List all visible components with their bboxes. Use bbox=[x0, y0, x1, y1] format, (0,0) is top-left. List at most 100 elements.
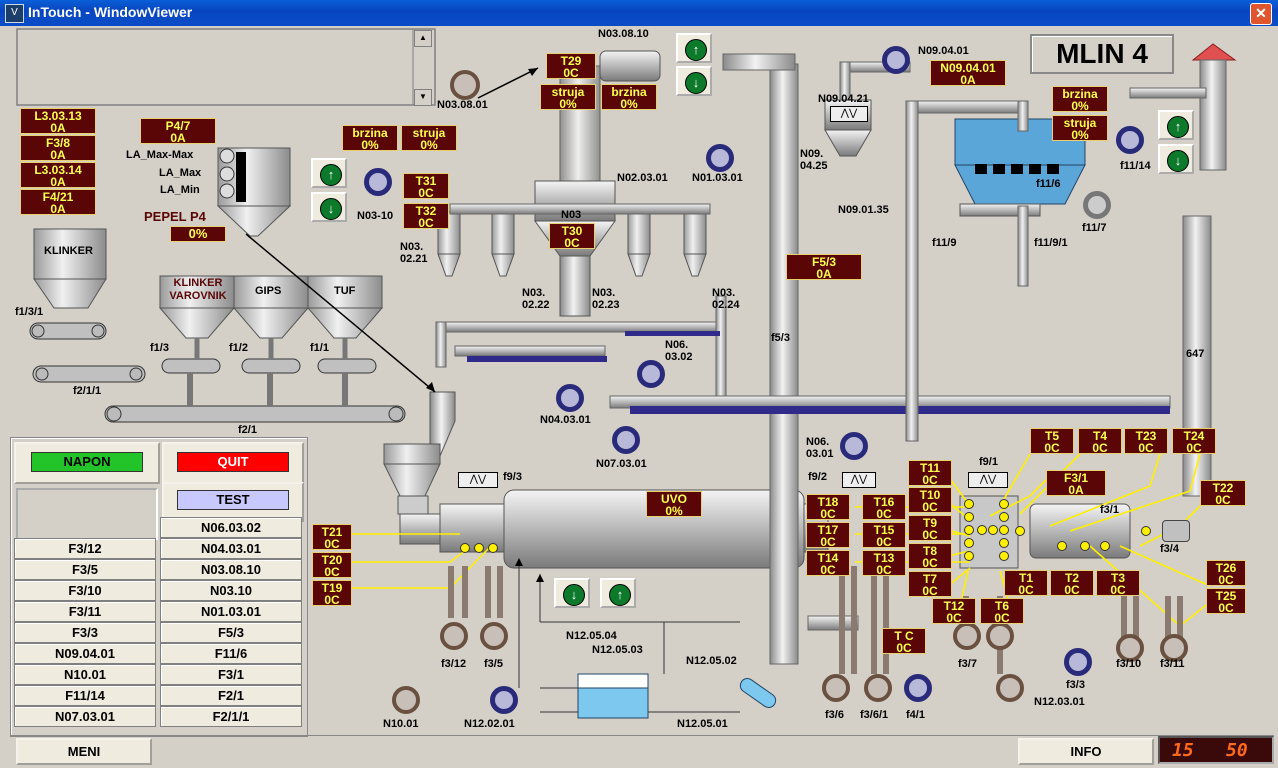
down-button-f1114[interactable]: ↓ bbox=[1158, 144, 1194, 174]
panel-button-n03-10[interactable]: N03.10 bbox=[160, 580, 302, 601]
fan-n070301-icon[interactable] bbox=[612, 426, 640, 454]
f21-label: f2/1 bbox=[238, 424, 257, 436]
panel-button-f3-3[interactable]: F3/3 bbox=[14, 622, 156, 643]
mail-icon-f91: ⋀⋁ bbox=[968, 472, 1008, 488]
bottom-bar bbox=[10, 735, 1274, 767]
gips-label: GIPS bbox=[255, 285, 282, 297]
fan-n120301-icon[interactable] bbox=[996, 674, 1024, 702]
panel-button-f3-1[interactable]: F3/1 bbox=[160, 664, 302, 685]
fan-f310-icon[interactable] bbox=[1116, 634, 1144, 662]
panel-button-f3-11[interactable]: F3/11 bbox=[14, 601, 156, 622]
panel-button-f5-3[interactable]: F5/3 bbox=[160, 622, 302, 643]
n120504-label: N12.05.04 bbox=[566, 630, 617, 642]
f36-label: f3/6 bbox=[825, 709, 844, 721]
panel-button-f3-10[interactable]: F3/10 bbox=[14, 580, 156, 601]
fan-n120201-icon[interactable] bbox=[490, 686, 518, 714]
f91-label: f9/1 bbox=[979, 456, 998, 468]
test-indicator: TEST bbox=[177, 490, 289, 510]
fan-f41-icon[interactable] bbox=[904, 674, 932, 702]
f310-label: f3/10 bbox=[1116, 658, 1142, 670]
arrow-down-icon: ↓ bbox=[320, 198, 342, 220]
down-button-n03[interactable]: ↓ bbox=[676, 66, 712, 96]
panel-button-n07-03-01[interactable]: N07.03.01 bbox=[14, 706, 156, 727]
panel-button-n06-03-02[interactable]: N06.03.02 bbox=[160, 517, 302, 538]
n030223-label: N03. 02.23 bbox=[592, 287, 620, 311]
fan-f1114-icon[interactable] bbox=[1116, 126, 1144, 154]
f311-label: f3/11 bbox=[1160, 658, 1185, 670]
panel-button-f2-1[interactable]: F2/1 bbox=[160, 685, 302, 706]
meni-button[interactable]: MENI bbox=[16, 738, 152, 765]
fan-n090401-icon[interactable] bbox=[882, 46, 910, 74]
fan-n030801-icon[interactable] bbox=[450, 70, 480, 100]
panel-button-n10-01[interactable]: N10.01 bbox=[14, 664, 156, 685]
fan-f36-icon[interactable] bbox=[822, 674, 850, 702]
fan-f117-icon[interactable] bbox=[1083, 191, 1111, 219]
test-button[interactable]: TEST bbox=[162, 482, 304, 522]
fan-f312-icon[interactable] bbox=[440, 622, 468, 650]
fan-f311-icon[interactable] bbox=[1160, 634, 1188, 662]
scroll-up-button[interactable]: ▲ bbox=[414, 30, 432, 47]
fan-n040301-icon[interactable] bbox=[556, 384, 584, 412]
fan-f37-icon[interactable] bbox=[953, 622, 981, 650]
up-button-n0310[interactable]: ↑ bbox=[311, 158, 347, 188]
n120201-label: N12.02.01 bbox=[464, 718, 515, 730]
f37-label: f3/7 bbox=[958, 658, 977, 670]
fan-f33-icon[interactable] bbox=[1064, 648, 1092, 676]
motor-f34-icon[interactable] bbox=[1162, 520, 1190, 542]
n120301-label: N12.03.01 bbox=[1034, 696, 1085, 708]
quit-button[interactable]: QUIT bbox=[162, 442, 304, 484]
napon-button[interactable]: NAPON bbox=[14, 442, 160, 484]
f117-label: f11/7 bbox=[1082, 222, 1107, 234]
n040301-label: N04.03.01 bbox=[540, 414, 591, 426]
scroll-down-button[interactable]: ▼ bbox=[414, 89, 432, 106]
fan-f361-icon[interactable] bbox=[864, 674, 892, 702]
panel-button-f2-1-1[interactable]: F2/1/1 bbox=[160, 706, 302, 727]
down-button-n0310[interactable]: ↓ bbox=[311, 192, 347, 222]
close-button[interactable]: ✕ bbox=[1250, 3, 1272, 25]
panel-button-f11-6[interactable]: F11/6 bbox=[160, 643, 302, 664]
info-button[interactable]: INFO bbox=[1018, 738, 1154, 765]
n0310-label: N03-10 bbox=[357, 210, 394, 222]
down-button-mill[interactable]: ↓ bbox=[554, 578, 590, 608]
fan-n060301-icon[interactable] bbox=[840, 432, 868, 460]
fan-n060302-icon[interactable] bbox=[637, 360, 665, 388]
panel-button-n04-03-01[interactable]: N04.03.01 bbox=[160, 538, 302, 559]
panel-button-n09-04-01[interactable]: N09.04.01 bbox=[14, 643, 156, 664]
fan-n1001-icon[interactable] bbox=[392, 686, 420, 714]
panel-button-n01-03-01[interactable]: N01.03.01 bbox=[160, 601, 302, 622]
fan-f37b-icon[interactable] bbox=[986, 622, 1014, 650]
f131-label: f1/3/1 bbox=[15, 306, 44, 318]
panel-button-f3-12[interactable]: F3/12 bbox=[14, 538, 156, 559]
la-max-label: LA_Max bbox=[159, 167, 202, 179]
n120503-label: N12.05.03 bbox=[592, 644, 643, 656]
up-button-n03[interactable]: ↑ bbox=[676, 33, 712, 63]
arrow-down-icon: ↓ bbox=[685, 72, 707, 94]
n070301-label: N07.03.01 bbox=[596, 458, 647, 470]
fan-f35-icon[interactable] bbox=[480, 622, 508, 650]
up-button-mill[interactable]: ↑ bbox=[600, 578, 636, 608]
f1191-label: f11/9/1 bbox=[1034, 237, 1068, 249]
control-panel bbox=[10, 437, 308, 737]
fan-n010301-icon[interactable] bbox=[706, 144, 734, 172]
panel-button-f11-14[interactable]: F11/14 bbox=[14, 685, 156, 706]
panel-button-f3-5[interactable]: F3/5 bbox=[14, 559, 156, 580]
arrow-down-icon: ↓ bbox=[563, 584, 585, 606]
fan-n0310-icon[interactable] bbox=[364, 168, 392, 196]
up-button-f1114[interactable]: ↑ bbox=[1158, 110, 1194, 140]
panel-button-n03-08-10[interactable]: N03.08.10 bbox=[160, 559, 302, 580]
